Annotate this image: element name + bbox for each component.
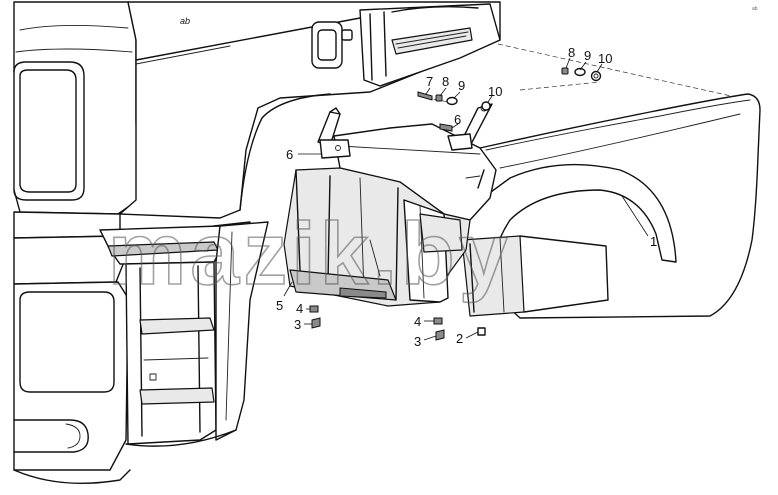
fastener-10-upper <box>590 70 602 82</box>
truck-cab: ab <box>13 1 501 485</box>
fastener-7-bolt <box>417 91 433 101</box>
rear-step-assembly <box>359 3 501 87</box>
fastener-3-left <box>311 317 321 329</box>
fastener-9-upper <box>574 67 586 77</box>
part-6-bracket-left <box>317 107 351 159</box>
fastener-10-mid <box>481 101 491 111</box>
cab-window-frame <box>13 61 85 201</box>
callouts: 1 2 3 3 4 4 5 6 6 7 8 8 <box>276 45 657 349</box>
fastener-3-right <box>435 329 445 341</box>
callout-6-right: 6 <box>454 112 461 127</box>
fastener-4-right <box>433 317 443 325</box>
callout-9-upper: 9 <box>584 48 591 63</box>
door-handle <box>311 21 353 69</box>
callout-9-mid: 9 <box>458 78 465 93</box>
fastener-4-left <box>309 305 319 313</box>
fastener-9-mid <box>446 96 458 106</box>
cab-badge-text: ab <box>180 16 190 26</box>
fastener-6-bolt <box>439 123 453 132</box>
callout-8-upper: 8 <box>568 45 575 60</box>
watermark-text: mazik.by <box>108 204 512 303</box>
front-bumper <box>13 211 131 485</box>
callout-3-left: 3 <box>294 317 301 332</box>
callout-4-right: 4 <box>414 314 421 329</box>
callout-4-left: 4 <box>296 301 303 316</box>
part-1-rear-fender <box>461 93 761 319</box>
callout-1: 1 <box>650 234 657 249</box>
callout-8-mid: 8 <box>442 74 449 89</box>
callout-3-right: 3 <box>414 334 421 349</box>
callout-6-left: 6 <box>286 147 293 162</box>
part-6-bracket-right <box>447 103 493 151</box>
corner-stamp: ab <box>752 6 758 12</box>
cab-window-inner <box>19 69 77 193</box>
cab-wheel-arch-line <box>239 93 331 211</box>
callout-10-upper: 10 <box>598 51 612 66</box>
assembly-guide-lines <box>417 43 741 103</box>
cab-top-curve-2 <box>15 48 133 53</box>
callout-5: 5 <box>276 298 283 313</box>
fastener-2 <box>477 327 486 336</box>
callout-2: 2 <box>456 331 463 346</box>
fastener-8-upper <box>561 67 569 75</box>
callout-10-mid: 10 <box>488 84 502 99</box>
cab-body-line <box>135 45 231 65</box>
fastener-8-mid <box>435 94 443 102</box>
cab-step-well <box>99 221 269 447</box>
cab-top-curve <box>19 24 129 31</box>
callout-7: 7 <box>426 74 433 89</box>
fasteners <box>309 67 602 341</box>
